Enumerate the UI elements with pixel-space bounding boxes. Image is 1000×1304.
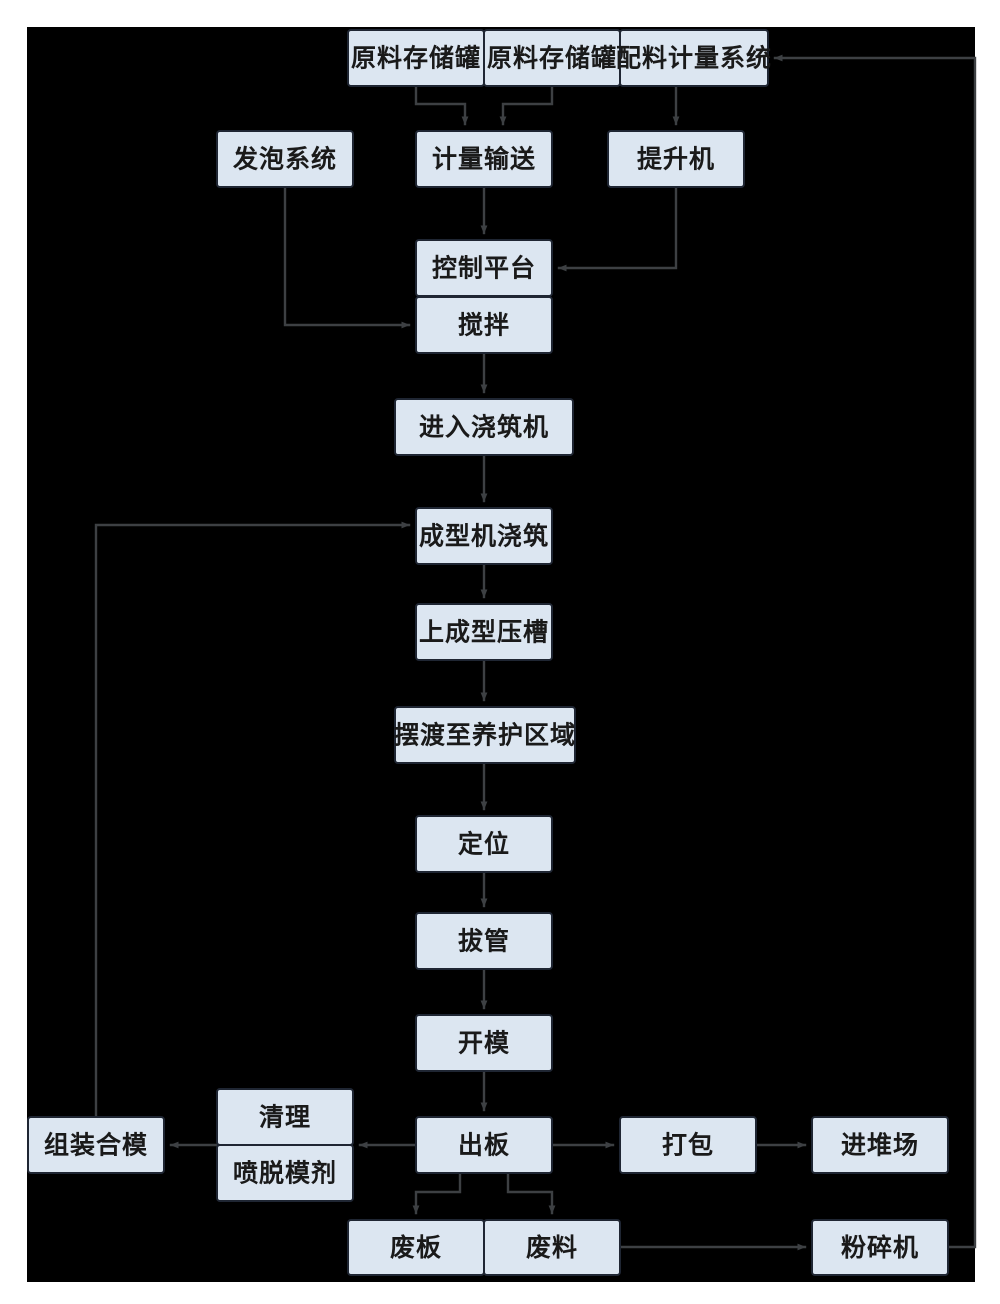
node-waste-board[interactable]: 废板 [347,1219,485,1276]
node-label-cleaning: 清理 [259,1104,311,1132]
node-label-ferry-to-curing: 摆渡至养护区域 [394,721,576,750]
node-spray-release[interactable]: 喷脱模剂 [216,1144,354,1202]
node-pull-tube[interactable]: 拔管 [415,912,553,970]
node-box-ferry-to-curing[interactable] [394,706,576,764]
node-assemble-mould[interactable]: 组装合模 [27,1116,165,1174]
node-label-to-stockyard: 进堆场 [841,1132,919,1160]
node-packing[interactable]: 打包 [619,1116,757,1174]
node-label-elevator: 提升机 [637,146,715,174]
node-box-assemble-mould[interactable] [27,1116,165,1174]
node-raw-tank-1[interactable]: 原料存储罐 [347,29,485,87]
node-label-raw-tank-1: 原料存储罐 [351,44,481,73]
node-box-top-form-press[interactable] [415,603,553,661]
node-former-casting[interactable]: 成型机浇筑 [415,507,553,565]
node-waste-material[interactable]: 废料 [483,1219,621,1276]
node-label-packing: 打包 [662,1131,714,1160]
node-label-foaming-system: 发泡系统 [232,145,337,174]
node-label-metering-feed: 计量输送 [432,145,536,174]
node-demould-open[interactable]: 开模 [415,1014,553,1072]
node-cleaning[interactable]: 清理 [216,1088,354,1146]
node-box-batching-system[interactable] [619,29,769,87]
node-top-form-press[interactable]: 上成型压槽 [415,603,553,661]
node-label-spray-release: 喷脱模剂 [233,1159,337,1188]
node-mixing[interactable]: 搅拌 [415,296,553,354]
node-box-to-stockyard[interactable] [811,1116,949,1174]
node-label-demould-open: 开模 [458,1029,510,1058]
node-box-enter-caster[interactable] [394,398,574,456]
node-raw-tank-2[interactable]: 原料存储罐 [483,29,621,87]
node-box-spray-release[interactable] [216,1144,354,1202]
node-box-former-casting[interactable] [415,507,553,565]
edge-elevator-to-control-platform [557,185,678,272]
node-label-enter-caster: 进入浇筑机 [419,413,549,442]
edge-crusher-to-batching-system [773,54,977,1249]
node-label-crusher: 粉碎机 [841,1233,919,1262]
node-box-waste-material[interactable] [483,1219,621,1276]
edge-raw-tank-2-to-metering-feed [499,84,554,126]
node-label-mixing: 搅拌 [458,311,510,340]
node-label-assemble-mould: 组装合模 [44,1131,148,1160]
node-label-pull-tube: 拔管 [458,927,510,956]
edge-assemble-mould-to-former-casting [94,521,411,1119]
node-enter-caster[interactable]: 进入浇筑机 [394,398,574,456]
node-label-control-platform: 控制平台 [432,254,536,283]
node-crusher[interactable]: 粉碎机 [811,1219,949,1276]
node-box-positioning[interactable] [415,815,553,873]
node-layer: 原料存储罐原料存储罐配料计量系统发泡系统计量输送提升机控制平台搅拌进入浇筑机成型… [27,29,949,1276]
node-label-positioning: 定位 [458,830,510,859]
node-box-metering-feed[interactable] [415,130,553,188]
node-control-platform[interactable]: 控制平台 [415,239,553,297]
node-label-batching-system: 配料计量系统 [616,44,772,73]
node-box-foaming-system[interactable] [216,130,354,188]
node-box-mixing[interactable] [415,296,553,354]
node-box-demould-open[interactable] [415,1014,553,1072]
node-label-top-form-press: 上成型压槽 [419,618,549,647]
edge-layer [94,54,977,1251]
node-metering-feed[interactable]: 计量输送 [415,130,553,188]
node-label-raw-tank-2: 原料存储罐 [487,44,617,73]
node-to-stockyard[interactable]: 进堆场 [811,1116,949,1174]
edge-foaming-system-to-mixing [283,185,411,329]
node-ferry-to-curing[interactable]: 摆渡至养护区域 [394,706,576,764]
node-label-waste-board: 废板 [390,1233,442,1262]
node-foaming-system[interactable]: 发泡系统 [216,130,354,188]
node-positioning[interactable]: 定位 [415,815,553,873]
node-box-board-out[interactable] [415,1116,553,1174]
node-box-elevator[interactable] [607,130,745,188]
edge-board-out-to-waste-board [412,1171,462,1215]
node-label-former-casting: 成型机浇筑 [419,522,549,551]
node-board-out[interactable]: 出板 [415,1116,553,1174]
node-box-packing[interactable] [619,1116,757,1174]
node-elevator[interactable]: 提升机 [607,130,745,188]
node-batching-system[interactable]: 配料计量系统 [616,29,772,87]
node-label-waste-material: 废料 [526,1233,578,1262]
edge-raw-tank-1-to-metering-feed [414,84,469,126]
node-label-board-out: 出板 [458,1132,510,1160]
node-box-pull-tube[interactable] [415,912,553,970]
node-box-crusher[interactable] [811,1219,949,1276]
edge-board-out-to-waste-material [506,1171,556,1215]
